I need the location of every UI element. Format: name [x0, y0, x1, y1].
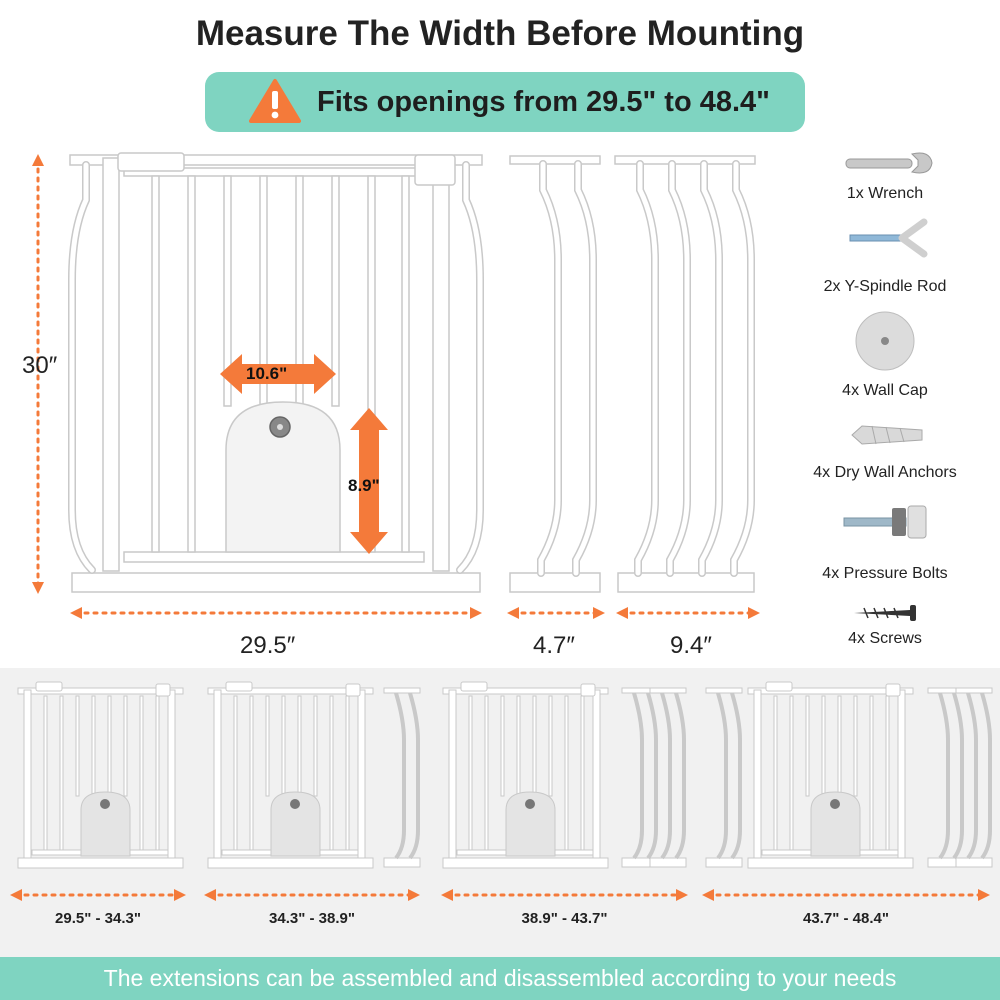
accessory-label: 4x Pressure Bolts [822, 565, 948, 582]
door-height-label: 8.9" [348, 476, 380, 495]
pressure-bolt-icon [843, 505, 927, 539]
configurations-illustration [9, 681, 994, 901]
ext-large-label: 9.4″ [670, 632, 712, 659]
warning-icon [249, 79, 301, 123]
banner-text: Fits openings from 29.5" to 48.4" [317, 86, 770, 118]
wrench-icon [845, 152, 933, 174]
extension-large [614, 155, 756, 593]
range-label-4: 43.7" - 48.4" [803, 910, 889, 927]
ext-small-label: 4.7″ [533, 632, 575, 659]
y-spindle-rod-icon [849, 218, 928, 258]
configuration-1 [17, 681, 184, 869]
configuration-4 [704, 681, 994, 869]
gate-illustration [32, 152, 760, 619]
accessory-label: 2x Y-Spindle Rod [823, 278, 947, 295]
footer-text: The extensions can be assembled and disa… [103, 965, 897, 991]
screw-icon [854, 605, 916, 621]
accessory-label: 1x Wrench [846, 185, 924, 202]
extension-small [509, 155, 601, 593]
door-height-arrow [350, 408, 388, 554]
height-label: 30″ [22, 352, 58, 379]
configuration-3 [442, 681, 688, 869]
drywall-anchor-icon [851, 425, 923, 445]
accessory-label: 4x Dry Wall Anchors [813, 464, 957, 481]
fit-range-banner: Fits openings from 29.5" to 48.4" [205, 72, 805, 132]
door-width-arrow [220, 354, 336, 394]
main-gate [68, 152, 484, 593]
range-label-2: 34.3" - 38.9" [269, 910, 355, 927]
gate-width-label: 29.5″ [240, 632, 296, 659]
page-title: Measure The Width Before Mounting [195, 14, 805, 53]
accessories-list: 1x Wrench 2x Y-Spindle Rod 4x Wall Cap 4… [790, 140, 980, 660]
footer-banner: The extensions can be assembled and disa… [0, 957, 1000, 1000]
configuration-2 [207, 681, 422, 869]
accessory-label: 4x Wall Cap [842, 382, 928, 399]
range-label-3: 38.9" - 43.7" [521, 910, 608, 927]
accessory-label: 4x Screws [848, 630, 922, 647]
door-width-label: 10.6" [246, 364, 288, 383]
wall-cap-icon [855, 311, 915, 371]
range-label-1: 29.5" - 34.3" [55, 910, 141, 927]
